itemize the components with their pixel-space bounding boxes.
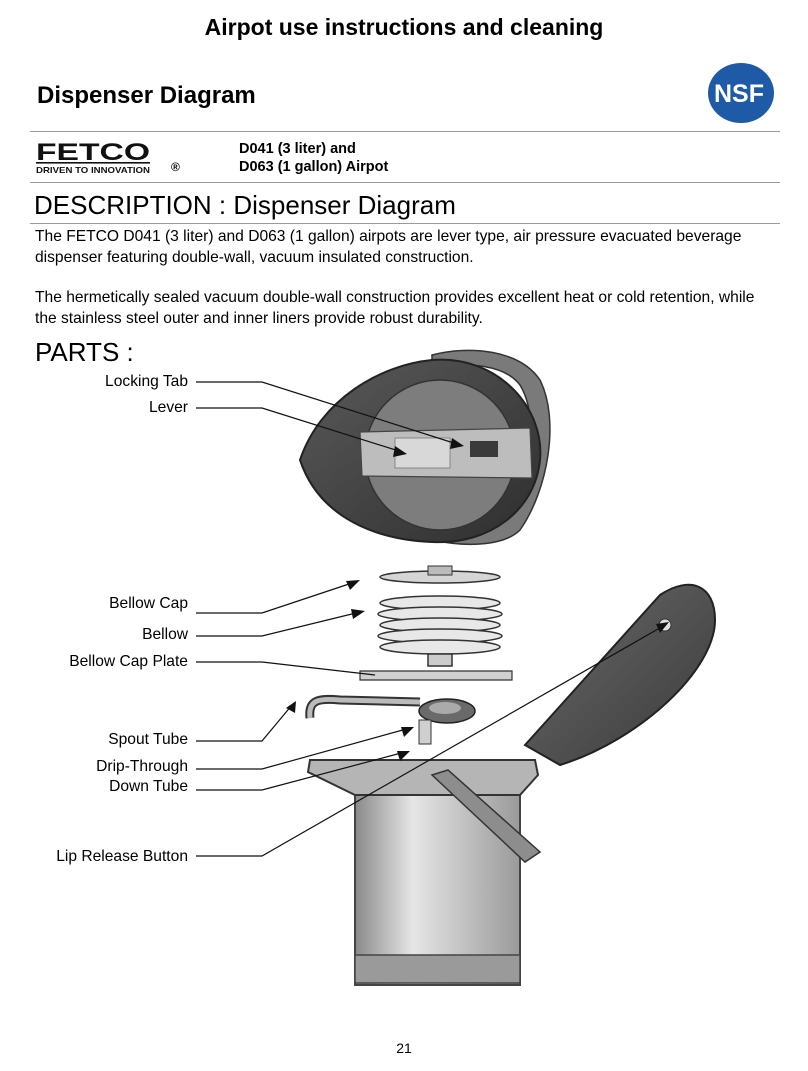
divider	[30, 223, 780, 224]
callout-leaders	[196, 381, 666, 857]
page-number: 21	[396, 1040, 412, 1056]
leader-bellow-cap	[196, 581, 356, 614]
label-drip-through: Drip-Through	[96, 758, 188, 775]
label-spout-tube: Spout Tube	[108, 731, 188, 748]
label-lip-release-button: Lip Release Button	[56, 848, 188, 865]
registered-mark: ®	[171, 160, 180, 174]
leader-lever	[196, 407, 403, 453]
description-paragraph-2: The hermetically sealed vacuum double-wa…	[35, 289, 755, 327]
bellow-part	[377, 595, 503, 667]
section-title: Dispenser Diagram	[37, 82, 256, 109]
label-bellow-cap-plate: Bellow Cap Plate	[69, 653, 188, 670]
leader-lip-release	[196, 624, 666, 857]
model-line-2: D063 (1 gallon) Airpot	[239, 159, 389, 175]
label-bellow: Bellow	[142, 626, 188, 643]
label-locking-tab: Locking Tab	[105, 373, 188, 390]
fetco-logo-name: FETCO	[36, 140, 150, 166]
top-view-lid	[298, 349, 551, 546]
spout-tube-part	[305, 694, 476, 745]
airpot-body	[306, 759, 542, 986]
leader-spout-tube	[196, 704, 293, 742]
model-line-1: D041 (3 liter) and	[239, 141, 356, 157]
bellow-cap-plate-part	[359, 670, 513, 681]
leader-locking-tab	[196, 381, 461, 446]
leader-down-tube	[196, 751, 406, 791]
leader-spout-nozzle	[196, 727, 411, 770]
fetco-logo-tagline: DRIVEN TO INNOVATION	[36, 165, 150, 175]
document-header: Airpot use instructions and cleaning	[204, 14, 604, 40]
description-heading: DESCRIPTION : Dispenser Diagram	[34, 190, 456, 220]
description-paragraph-1: The FETCO D041 (3 liter) and D063 (1 gal…	[35, 228, 742, 266]
label-lever: Lever	[148, 399, 188, 416]
parts-heading: PARTS :	[35, 337, 134, 367]
leader-bellow-cap-plate	[196, 661, 376, 676]
nsf-logo-text: NSF	[714, 80, 764, 108]
leader-bellow	[196, 611, 361, 637]
label-bellow-cap: Bellow Cap	[109, 595, 188, 612]
callout-arrowheads	[286, 438, 669, 761]
divider	[30, 182, 780, 183]
label-down-tube: Down Tube	[109, 778, 188, 795]
nsf-logo: NSF	[708, 63, 774, 123]
airpot-open-lid	[523, 583, 717, 767]
fetco-logo: FETCO DRIVEN TO INNOVATION	[36, 140, 150, 175]
divider	[30, 131, 780, 132]
bellow-cap-part	[379, 565, 501, 584]
